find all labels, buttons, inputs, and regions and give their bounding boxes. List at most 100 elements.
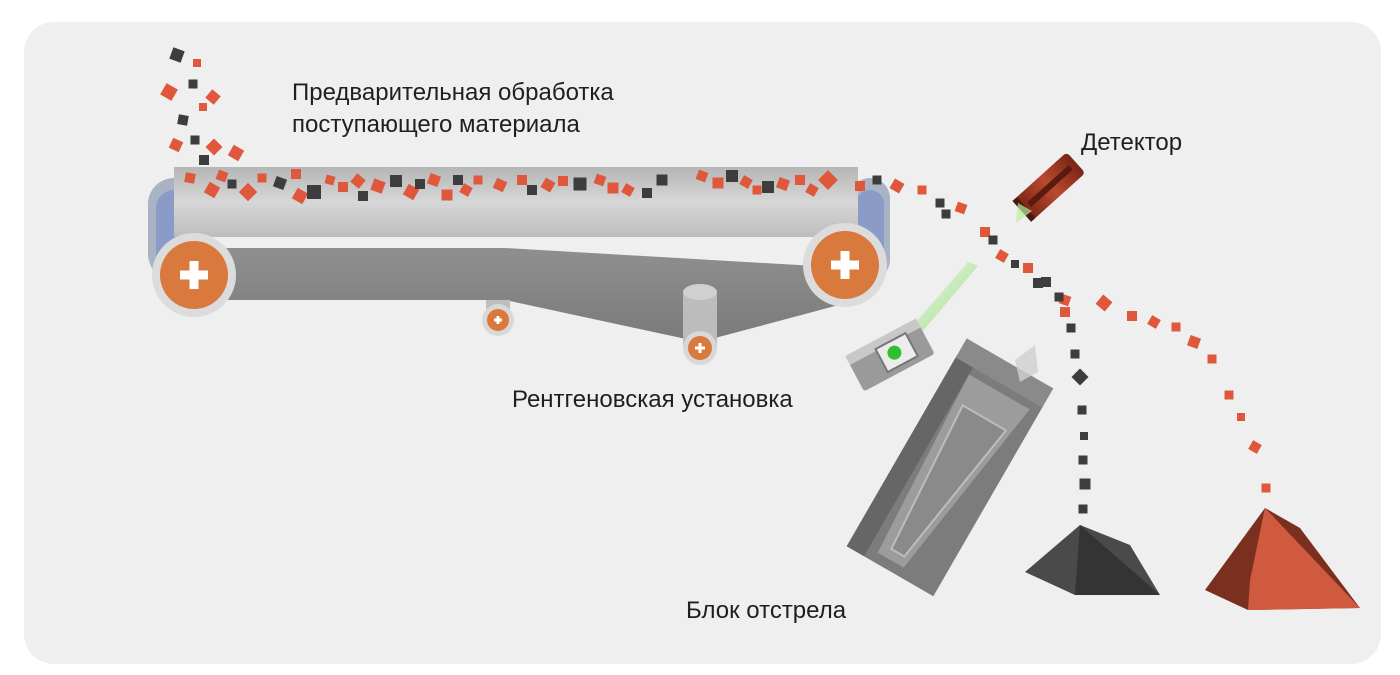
ore-particle	[607, 182, 619, 194]
waste-particle	[272, 175, 288, 191]
ore-particle	[1186, 334, 1202, 350]
waste-particle	[1078, 455, 1088, 465]
ore-particle	[1171, 322, 1181, 332]
ore-particle	[621, 183, 635, 197]
ore-particle	[338, 182, 348, 192]
ore-particle	[995, 249, 1009, 263]
ore-particle	[1147, 315, 1161, 329]
ore-particle	[855, 181, 865, 191]
ore-particle	[426, 172, 442, 188]
waste-particle	[358, 191, 368, 201]
ore-particle	[1095, 294, 1113, 312]
ore-particle	[160, 83, 178, 101]
waste-particle	[1041, 277, 1051, 287]
ore-particle	[1224, 390, 1234, 400]
ore-particle	[193, 59, 201, 67]
waste-particle	[453, 175, 463, 185]
ore-particle	[184, 172, 196, 184]
ore-particle	[1248, 440, 1262, 454]
waste-particle	[227, 179, 237, 189]
ore-particle	[775, 176, 791, 192]
waste-particle	[1071, 368, 1089, 386]
waste-particle	[1054, 292, 1064, 302]
ore-particle	[558, 176, 568, 186]
ore-particle	[1127, 311, 1137, 321]
waste-particle	[1079, 478, 1091, 490]
waste-particle	[1078, 504, 1088, 514]
ore-particle	[168, 137, 184, 153]
waste-particle	[1011, 260, 1019, 268]
tension-roller-small	[482, 300, 514, 336]
ore-particle	[752, 185, 762, 195]
ore-particle	[473, 175, 483, 185]
ore-particle	[203, 181, 221, 199]
ore-particle	[954, 201, 968, 215]
ore-particle	[459, 183, 473, 197]
tension-roller-center	[683, 284, 717, 365]
ore-particle	[227, 144, 245, 162]
xray-unit-icon	[845, 318, 934, 391]
waste-particle	[1070, 349, 1080, 359]
waste-particle	[872, 175, 882, 185]
waste-particle	[1033, 278, 1043, 288]
waste-particle	[177, 114, 189, 126]
waste-particle	[941, 209, 951, 219]
waste-particle	[199, 155, 209, 165]
return-belt	[190, 248, 850, 342]
xray-unit-label: Рентгеновская установка	[512, 386, 793, 413]
ore-particle	[492, 177, 508, 193]
waste-particle	[190, 135, 200, 145]
ore-particle	[795, 175, 805, 185]
ore-particle	[1060, 307, 1070, 317]
ore-particle	[350, 173, 366, 189]
waste-particle	[656, 174, 668, 186]
ore-particle	[205, 89, 221, 105]
waste-particle	[762, 181, 774, 193]
ejector-nozzle	[1015, 345, 1038, 382]
ejector-block-label: Блок отстрела	[686, 597, 847, 624]
ore-particle	[370, 178, 386, 194]
material-particles	[160, 47, 1271, 514]
detector-label: Детектор	[1081, 129, 1183, 156]
waste-particle	[527, 185, 537, 195]
ore-particle	[917, 185, 927, 195]
ore-particle	[441, 189, 453, 201]
ore-particle	[1207, 354, 1217, 364]
ore-particle	[291, 187, 309, 205]
ore-particle	[291, 169, 301, 179]
right-drum	[803, 223, 887, 307]
ore-particle	[889, 178, 905, 194]
waste-particle	[726, 170, 738, 182]
waste-particle	[1066, 323, 1076, 333]
waste-particle	[1080, 432, 1088, 440]
ore-particle	[517, 175, 527, 185]
preprocessing-label: Предварительная обработка поступающего м…	[292, 77, 614, 141]
ore-particle	[980, 227, 990, 237]
waste-particle	[573, 177, 587, 191]
ore-particle	[205, 138, 223, 156]
ore-particle	[712, 177, 724, 189]
ore-particle	[215, 169, 229, 183]
detector-beam	[1016, 203, 1032, 223]
ore-particle	[540, 177, 556, 193]
ore-particle	[593, 173, 607, 187]
ejector-block-icon	[846, 338, 1054, 597]
waste-particle	[1077, 405, 1087, 415]
waste-particle	[988, 235, 998, 245]
ore-particle	[257, 173, 267, 183]
waste-particle	[188, 79, 198, 89]
ore-particle	[695, 169, 709, 183]
ore-particle	[805, 183, 819, 197]
waste-particle	[307, 185, 321, 199]
ore-particle	[1023, 263, 1033, 273]
ore-particle	[1237, 413, 1245, 421]
ore-particle	[739, 175, 753, 189]
ore-particle	[199, 103, 207, 111]
preprocessing-label-line2: поступающего материала	[292, 111, 580, 138]
ore-pile	[1205, 508, 1360, 610]
waste-particle	[642, 188, 652, 198]
ore-particle	[324, 174, 336, 186]
preprocessing-label-line1: Предварительная обработка	[292, 79, 614, 106]
ore-particle	[238, 182, 258, 202]
